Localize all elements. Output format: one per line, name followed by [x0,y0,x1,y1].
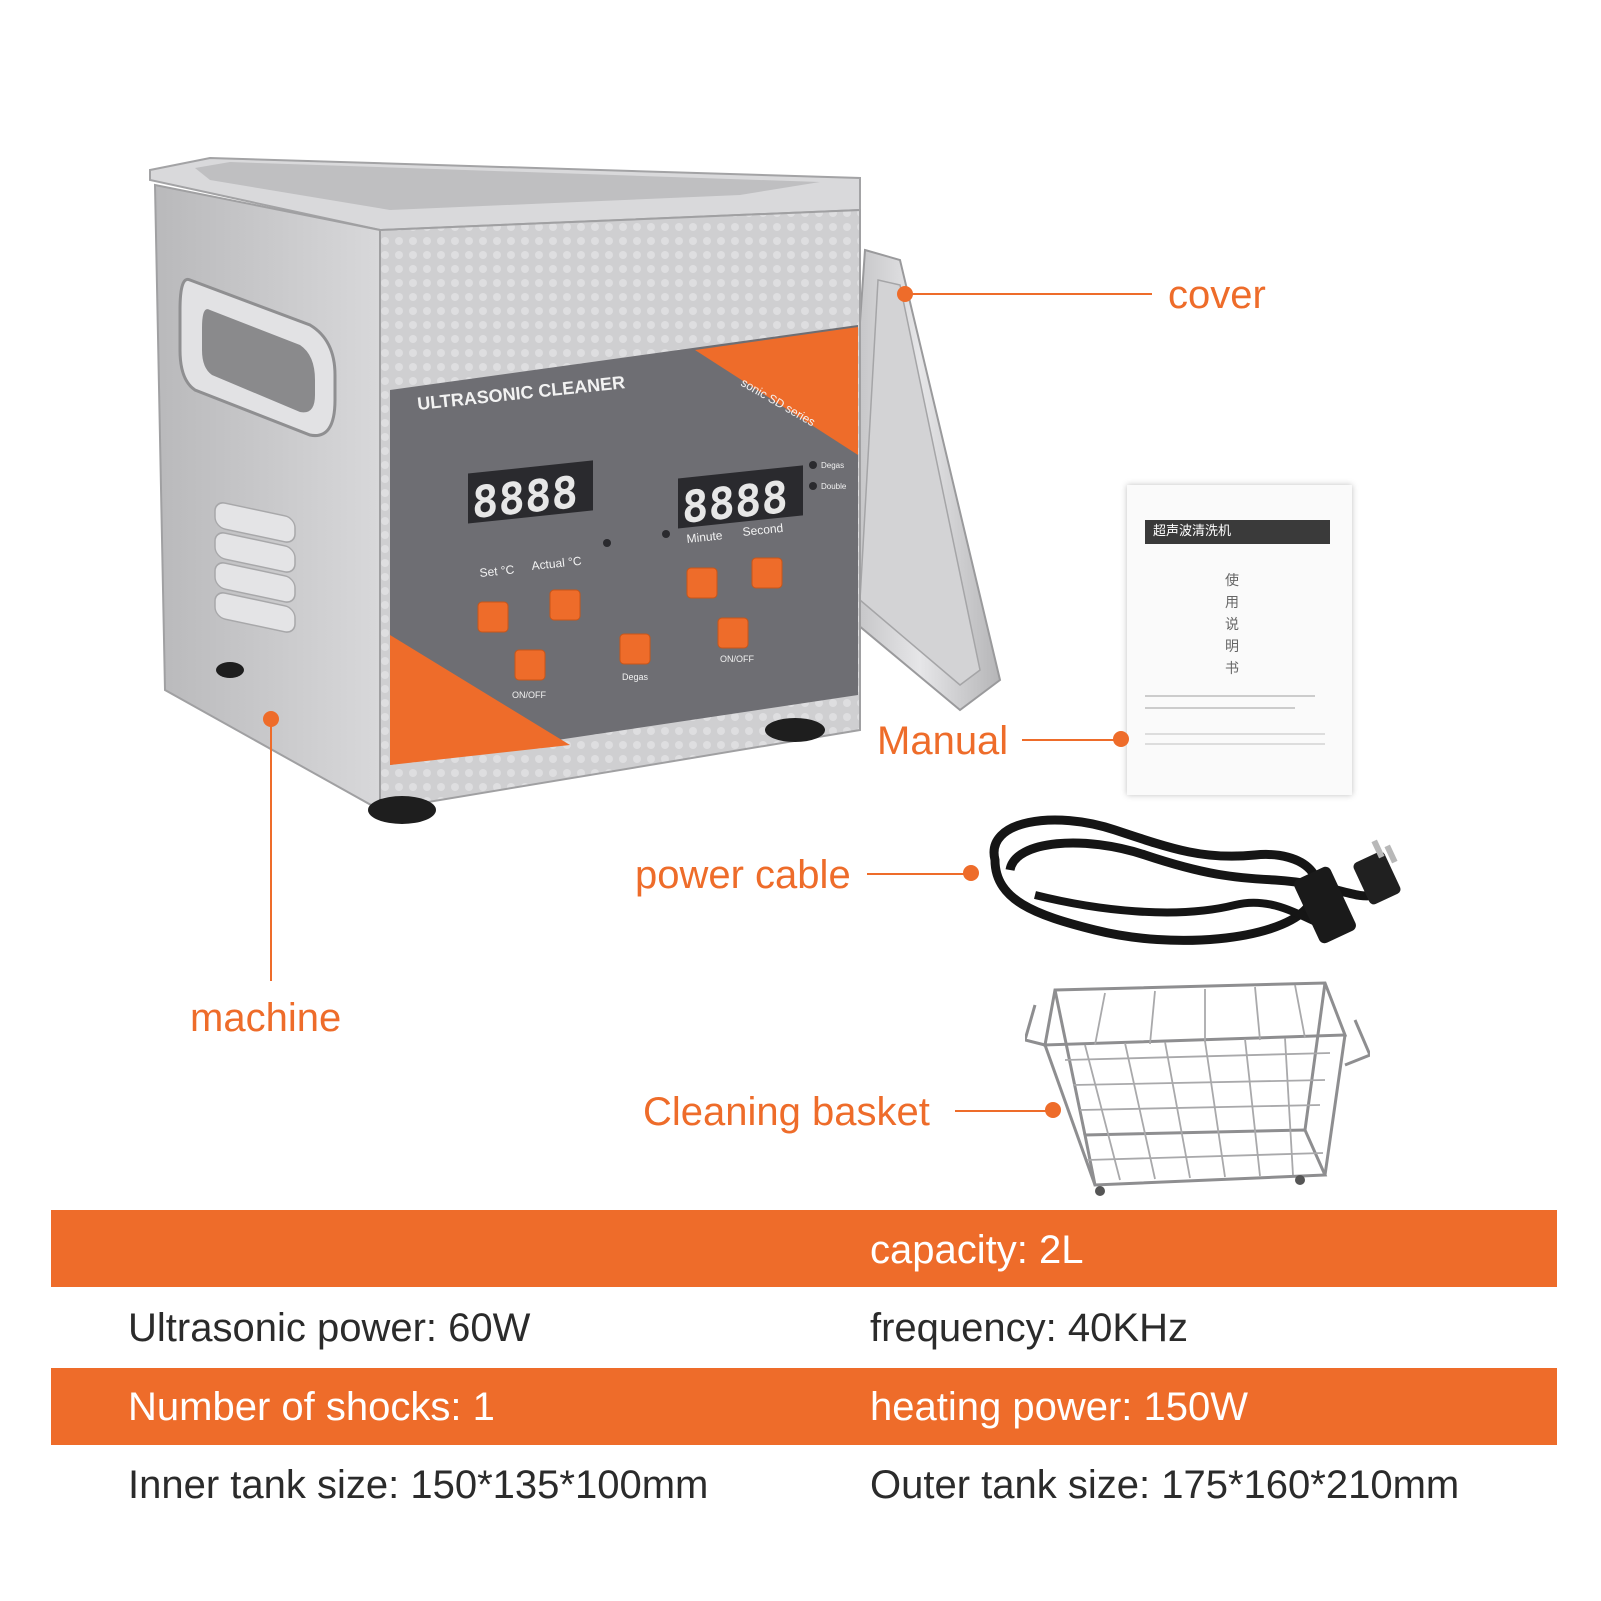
spec-row-1-band [51,1210,1557,1287]
button-heat-onoff-label: ON/OFF [512,690,546,700]
callout-cleaning-basket: Cleaning basket [643,1090,930,1134]
spec-row-3-band [51,1368,1557,1445]
spec-number-of-shocks: Number of shocks: 1 [128,1385,495,1429]
button-time-down[interactable] [751,557,783,589]
display-temperature [468,460,593,524]
manual-callout-line [1022,739,1121,741]
indicator-degas: Degas [821,461,844,470]
button-power-onoff-label: ON/OFF [720,654,754,664]
button-degas-label: Degas [622,672,649,682]
button-temp-up[interactable] [477,601,509,633]
display-temperature-digits: 8888 [472,467,578,529]
machine-callout-line [270,719,272,981]
callout-cover: cover [1168,273,1266,317]
ultrasonic-cleaner-machine: ULTRASONIC CLEANER sonic SD series 8888 … [149,156,1002,824]
spec-outer-tank-size: Outer tank size: 175*160*210mm [870,1463,1460,1507]
spec-ultrasonic-power: Ultrasonic power: 60W [128,1306,531,1350]
cleaning-basket [1025,981,1370,1196]
manual-booklet: 超声波清洗机 使用说明书 [1127,485,1352,795]
label-minute: Minute [686,528,724,546]
button-time-up[interactable] [686,567,718,599]
power-cable [989,815,1401,945]
spec-heating-power: heating power: 150W [870,1385,1249,1429]
manual-callout-dot [1113,731,1129,747]
button-temp-down[interactable] [549,589,581,621]
button-degas[interactable] [619,633,651,665]
display-timer [678,465,803,529]
display-timer-digits: 8888 [682,472,788,534]
callout-manual: Manual [877,719,1009,763]
basket-callout-dot [1045,1102,1061,1118]
power-cable-callout-dot [963,865,979,881]
spec-capacity: capacity: 2L [870,1228,1084,1272]
manual-subtitle: 使用说明书 [1225,573,1239,677]
spec-inner-tank-size: Inner tank size: 150*135*100mm [128,1463,709,1507]
indicator-double: Double [821,482,847,491]
label-actual-temp: Actual °C [531,554,583,573]
label-set-temp: Set °C [479,562,515,580]
power-cable-callout-line [867,873,971,875]
button-power-onoff[interactable] [717,617,749,649]
cover-callout-line [905,293,1152,295]
control-panel [390,325,858,765]
spec-frequency: frequency: 40KHz [870,1306,1188,1350]
manual-header: 超声波清洗机 [1145,520,1330,544]
callout-machine: machine [190,996,342,1040]
callout-power-cable: power cable [635,853,851,897]
label-second: Second [742,521,784,539]
basket-callout-line [955,1110,1053,1112]
button-heat-onoff[interactable] [514,649,546,681]
